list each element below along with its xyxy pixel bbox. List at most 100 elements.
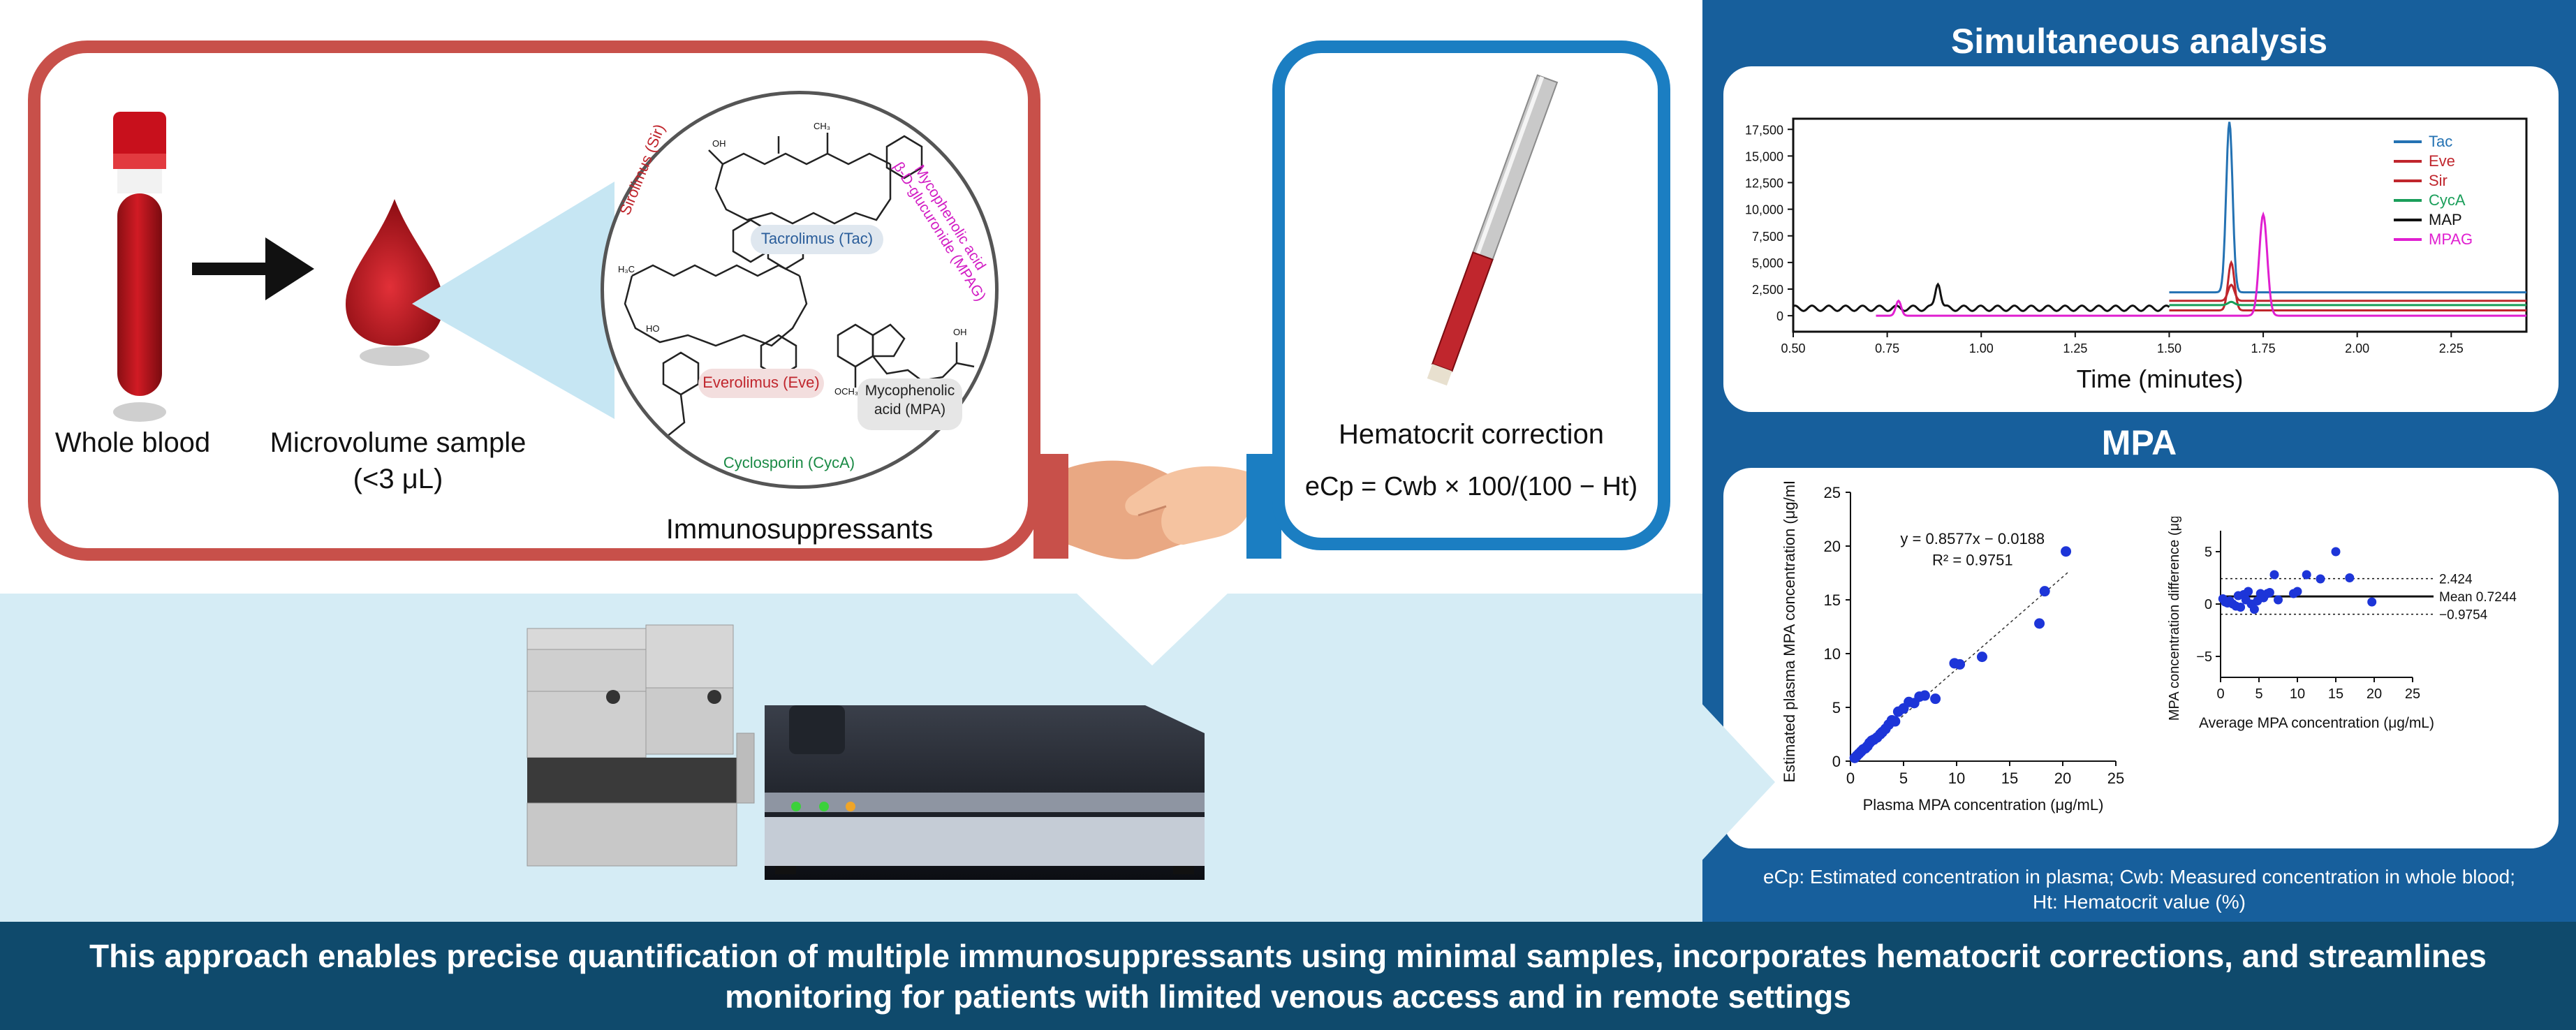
x-tick-label: 2.25 — [2439, 341, 2464, 355]
mpa-card — [1723, 468, 2559, 848]
series-line-cyca — [2169, 300, 2526, 307]
data-point — [1955, 659, 1966, 670]
series-line-mpag — [1876, 211, 2526, 317]
y-tick-label: 15 — [1824, 591, 1841, 609]
reference-label: 2.424 — [2439, 573, 2473, 587]
x-tick-label: 2.00 — [2345, 341, 2369, 355]
data-point — [2034, 618, 2045, 629]
svg-text:H₃C: H₃C — [618, 264, 635, 274]
series-line-sir — [2169, 284, 2526, 302]
data-point — [2331, 547, 2341, 557]
series-line-map — [1793, 282, 2170, 312]
x-axis-label: Time (minutes) — [2077, 365, 2244, 393]
legend-label: MAP — [2429, 211, 2462, 228]
pointer-right — [1697, 698, 1775, 866]
regression-line — [1850, 571, 2069, 762]
x-tick-label: 20 — [2367, 686, 2382, 702]
data-point — [2265, 588, 2274, 597]
microvolume-label: Microvolume sample — [270, 427, 527, 458]
y-tick-label: 0 — [2205, 597, 2212, 612]
hematocrit-title: Hematocrit correction — [1338, 419, 1605, 450]
x-tick-label: 0 — [1846, 770, 1855, 787]
x-tick-label: 10 — [1948, 770, 1965, 787]
mpa-label-line2: acid (MPA) — [874, 402, 946, 418]
x-tick-label: 1.00 — [1969, 341, 1994, 355]
footnote-line2: Ht: Hematocrit value (%) — [2033, 891, 2246, 913]
y-tick-label: 2,500 — [1752, 283, 1783, 297]
blood-tube-icon — [113, 112, 166, 422]
y-tick-label: −5 — [2196, 649, 2212, 665]
lcms-instrument-icon — [527, 624, 1205, 880]
x-tick-label: 25 — [2107, 770, 2124, 787]
y-tick-label: 10 — [1824, 645, 1841, 663]
x-tick-label: 15 — [2328, 686, 2343, 702]
y-tick-label: 7,500 — [1752, 230, 1783, 244]
data-point — [2269, 570, 2279, 580]
x-tick-label: 0 — [2216, 686, 2224, 702]
y-tick-label: 0 — [1832, 753, 1841, 770]
y-tick-label: 5 — [1832, 699, 1841, 716]
x-tick-label: 20 — [2054, 770, 2071, 787]
series-line-tac — [2169, 122, 2526, 294]
r-squared-label: R² = 0.9751 — [1932, 552, 2013, 569]
data-point — [2249, 605, 2259, 614]
legend-label: Tac — [2429, 133, 2452, 150]
arrow-right-icon — [192, 237, 314, 300]
y-axis-label: Estimated plasma MPA concentration (μg/m… — [1781, 482, 1798, 783]
y-tick-label: 10,000 — [1745, 203, 1783, 217]
data-point — [2039, 586, 2050, 597]
hematocrit-formula: eCp = Cwb × 100/(100 − Ht) — [1304, 472, 1638, 501]
capillary-tube-icon — [1427, 74, 1559, 386]
data-point — [1890, 716, 1901, 727]
x-axis-label: Plasma MPA concentration (μg/mL) — [1863, 796, 2104, 814]
reference-label: −0.9754 — [2439, 608, 2488, 623]
whole-blood-label: Whole blood — [54, 427, 211, 458]
tacrolimus-label: Tacrolimus (Tac) — [760, 230, 874, 247]
y-tick-label: 0 — [1776, 309, 1783, 323]
mpa-badge — [858, 378, 962, 430]
y-tick-label: 12,500 — [1745, 177, 1783, 191]
data-point — [2316, 574, 2325, 584]
data-point — [2061, 546, 2072, 557]
tacrolimus-badge — [751, 225, 883, 254]
svg-text:OH: OH — [712, 138, 726, 149]
y-tick-label: 5 — [2205, 545, 2212, 560]
x-tick-label: 1.25 — [2063, 341, 2087, 355]
x-tick-label: 0.50 — [1781, 341, 1805, 355]
cyclosporin-label: Cyclosporin (CycA) — [723, 454, 855, 471]
x-tick-label: 25 — [2405, 686, 2420, 702]
x-tick-label: 5 — [2255, 686, 2262, 702]
immunosuppressants-label: Immunosuppressants — [665, 514, 934, 545]
series-line-eve — [2169, 260, 2526, 311]
svg-text:HO: HO — [646, 323, 660, 334]
molecule-structures-icon: OH CH₃ H₃C HO OH OCH₃ — [618, 121, 975, 472]
regression-equation: y = 0.8577x − 0.0188 — [1900, 530, 2045, 547]
everolimus-label: Everolimus (Eve) — [702, 374, 820, 391]
legend-label: Sir — [2429, 172, 2448, 189]
simultaneous-title: Simultaneous analysis — [1950, 22, 2328, 61]
legend-label: MPAG — [2429, 230, 2473, 248]
everolimus-badge — [698, 369, 824, 398]
y-tick-label: 20 — [1824, 538, 1841, 555]
blood-drop-icon — [346, 199, 443, 366]
data-point — [2236, 603, 2246, 612]
data-point — [2345, 573, 2355, 582]
y-axis-label: MPA concentration difference (μg/mL) — [2167, 517, 2182, 721]
magnify-beam — [412, 182, 614, 419]
y-tick-label: 17,500 — [1745, 123, 1783, 137]
microvolume-sub: (<3 μL) — [353, 464, 443, 494]
data-point — [2367, 597, 2377, 607]
legend-label: CycA — [2429, 191, 2466, 209]
svg-text:OCH₃: OCH₃ — [834, 386, 858, 397]
chromatogram-chart: 02,5005,0007,50010,00012,50015,00017,500… — [1745, 117, 2528, 393]
x-tick-label: 1.75 — [2251, 341, 2276, 355]
data-point — [1930, 693, 1941, 705]
data-point — [1976, 652, 1987, 663]
svg-text:OH: OH — [953, 327, 967, 337]
y-tick-label: 15,000 — [1745, 149, 1783, 163]
svg-text:CH₃: CH₃ — [814, 121, 830, 131]
handshake-icon — [1033, 454, 1281, 559]
x-tick-label: 0.75 — [1875, 341, 1899, 355]
reference-label: Mean 0.7244 — [2439, 590, 2517, 605]
